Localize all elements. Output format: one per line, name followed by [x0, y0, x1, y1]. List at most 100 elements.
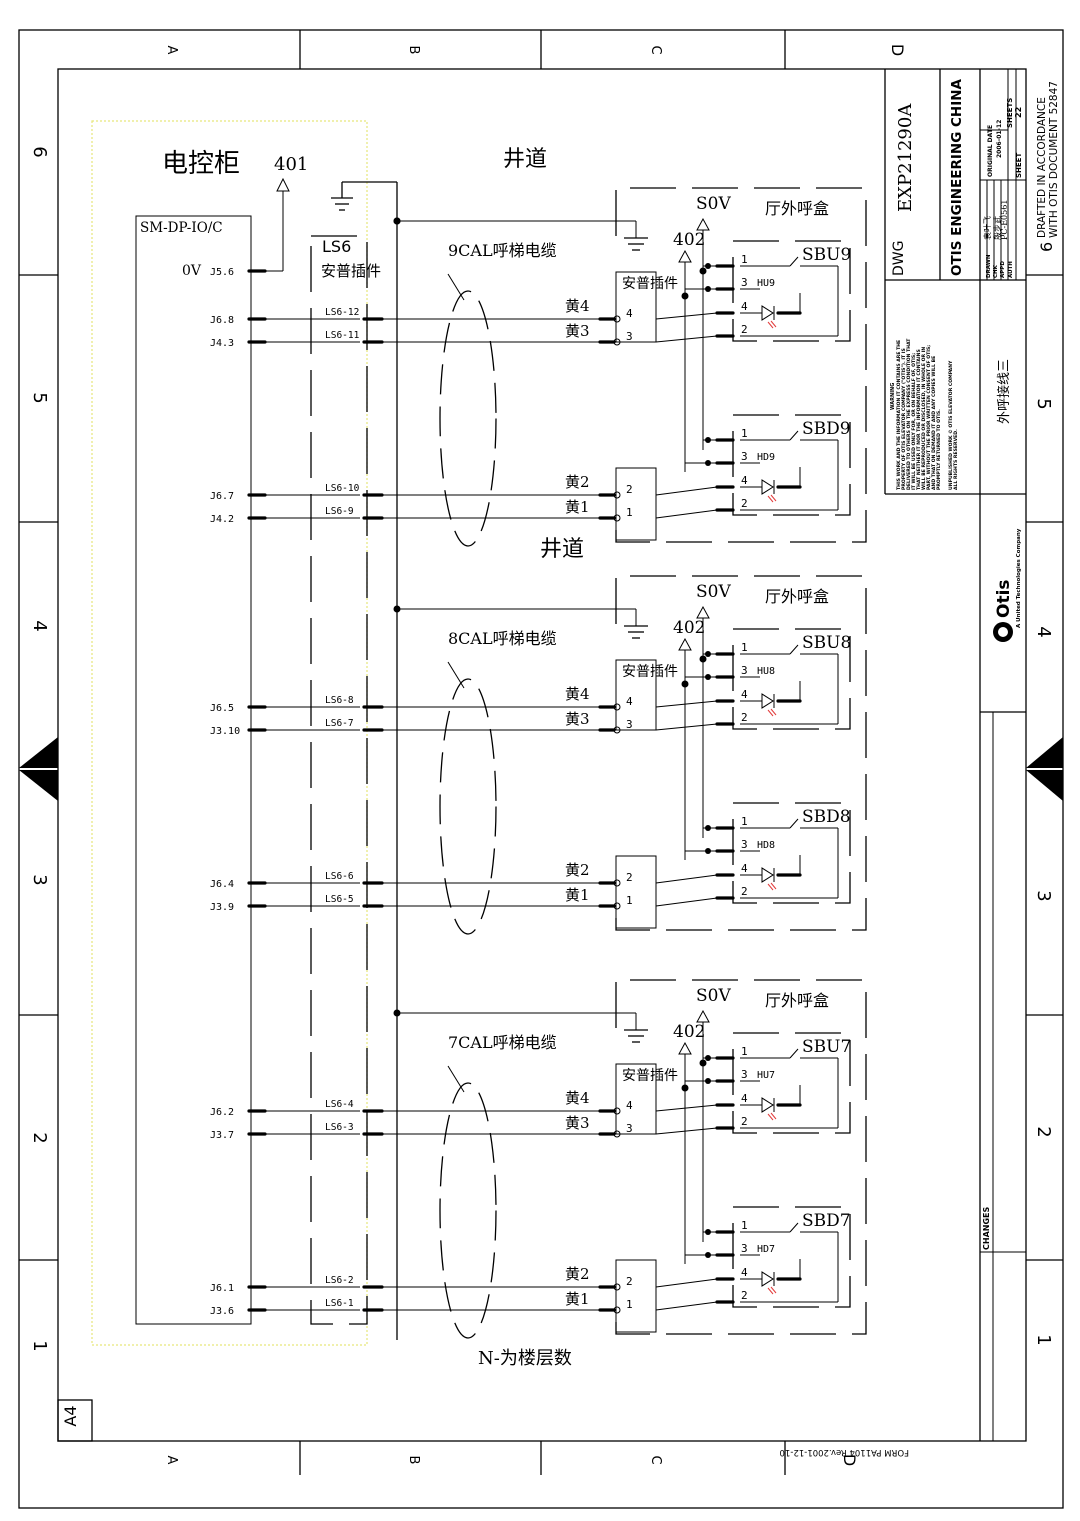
- svg-text:IT WILL BE USED ONLY FOR, OR O: IT WILL BE USED ONLY FOR, OR ON BEHALF O…: [911, 353, 917, 490]
- amp-pin-label: 2: [626, 483, 633, 496]
- sheets-count: 22: [1014, 107, 1023, 118]
- led-name: HD8: [757, 840, 775, 851]
- button-pin-label: 3: [741, 664, 748, 677]
- board-pin-label: J6.5: [210, 703, 234, 714]
- s0v-label: S0V: [696, 986, 731, 1006]
- led-name: HD7: [757, 1244, 775, 1255]
- wire-color: 黄4: [565, 297, 590, 315]
- check-label: CHK: [993, 264, 999, 278]
- board-pin-label: J3.7: [210, 1130, 234, 1141]
- amp-pin-label: 1: [626, 1298, 633, 1311]
- zone-row-label: 5: [29, 392, 50, 403]
- svg-text:DELIVERED TO OTHERS ON THE EXP: DELIVERED TO OTHERS ON THE EXPRESS CONDI…: [906, 338, 912, 490]
- amp-pin-label: 2: [626, 1275, 633, 1288]
- button-pin-label: 4: [741, 862, 748, 875]
- amp-pin-label: 3: [626, 718, 633, 731]
- inner-frame: [57, 68, 1027, 1442]
- changes-label: CHANGES: [982, 1207, 991, 1250]
- cable-name: 9CAL呼梯电缆: [448, 241, 557, 260]
- button-name: SBU8: [802, 633, 851, 653]
- ls6-pin-label: LS6-2: [325, 1275, 354, 1286]
- button-pin-label: 1: [741, 815, 748, 828]
- s0v-label: S0V: [696, 194, 731, 214]
- footnote: N-为楼层数: [478, 1348, 572, 1369]
- ov-pin: J5.6: [210, 267, 234, 278]
- ls6-pin-label: LS6-5: [325, 894, 354, 905]
- sheet-number: 6: [1037, 242, 1056, 252]
- s0v-label: S0V: [696, 582, 731, 602]
- button-box: [732, 628, 851, 730]
- button-box: [732, 802, 851, 904]
- button-pin-label: 2: [741, 497, 748, 510]
- otis-logo: Otis A United Technologies Company: [993, 528, 1022, 642]
- centering-mark-right: [1026, 770, 1063, 801]
- ls6-pin-label: LS6-12: [325, 307, 359, 318]
- board-pin-label: J6.1: [210, 1283, 234, 1294]
- wire-color: 黄1: [565, 886, 590, 904]
- cable-name: 8CAL呼梯电缆: [448, 629, 557, 648]
- drawing-number: EXP21290A: [895, 103, 916, 212]
- approved-by: PC-E0561: [1000, 200, 1009, 240]
- cabinet-title: 电控柜: [162, 149, 240, 179]
- board-pin-label: J6.4: [210, 879, 234, 890]
- drafted-line2: WITH OTIS DOCUMENT 52847: [1048, 81, 1060, 238]
- zone-col-label: A: [164, 46, 179, 55]
- zone-row-label: 1: [29, 1340, 50, 1351]
- amp-label: 安普插件: [622, 1068, 678, 1084]
- orig-date-label: ORIGINAL DATE: [987, 125, 994, 177]
- cable-bundle: [439, 1082, 497, 1339]
- wire-color: 黄3: [565, 322, 590, 340]
- zone-col-label: B: [406, 46, 421, 55]
- title-block: DWG EXP21290A OTIS ENGINEERING CHINA DRA…: [884, 69, 1060, 1441]
- auth-label: AUTH: [1008, 261, 1014, 278]
- ls6-pin-label: LS6-11: [325, 330, 360, 341]
- button-pin-label: 4: [741, 1092, 748, 1105]
- zone-row-label: 2: [1033, 1126, 1054, 1137]
- cable-bundle: [439, 290, 497, 547]
- shaft-label: 井道: [540, 537, 584, 562]
- zone-col-label: A: [164, 1456, 179, 1465]
- button-pin-label: 4: [741, 474, 748, 487]
- button-box: [732, 1032, 851, 1134]
- button-pin-label: 4: [741, 688, 748, 701]
- ls6-pin-label: LS6-8: [325, 695, 354, 706]
- logo-subtext: A United Technologies Company: [1016, 528, 1022, 628]
- amp-connector-lower: [615, 467, 657, 541]
- amp-connector-lower: [615, 1259, 657, 1333]
- wire-color: 黄2: [565, 473, 590, 491]
- button-pin-label: 2: [741, 323, 748, 336]
- amp-label: 安普插件: [622, 276, 678, 292]
- cable-bundle: [439, 678, 497, 935]
- terminal-402-label: 402: [673, 1022, 705, 1042]
- button-pin-label: 2: [741, 885, 748, 898]
- amp-pin-label: 2: [626, 871, 633, 884]
- zone-row-label: 6: [29, 146, 50, 157]
- svg-text:THIS WORK AND THE INFORMATION: THIS WORK AND THE INFORMATION IT CONTAIN…: [896, 340, 902, 490]
- wire-color: 黄2: [565, 1265, 590, 1283]
- shaft-label: 井道: [503, 147, 547, 172]
- zone-col-label: C: [648, 45, 663, 54]
- zone-row-label: 5: [1033, 398, 1054, 409]
- wire-color: 黄1: [565, 1290, 590, 1308]
- cabinet-boundary: [91, 120, 368, 1346]
- form-note: FORM PA1104 Rev.2001-12-10: [780, 1447, 909, 1457]
- border-ticks: [19, 30, 1063, 1475]
- led-name: HU9: [757, 278, 775, 289]
- wire-color: 黄1: [565, 498, 590, 516]
- zone-col-label: D: [888, 44, 907, 56]
- led-name: HU8: [757, 666, 775, 677]
- button-pin-label: 2: [741, 1115, 748, 1128]
- ls6-pin-label: LS6-10: [325, 483, 360, 494]
- ls6-sub: 安普插件: [321, 262, 381, 280]
- button-pin-label: 3: [741, 450, 748, 463]
- company-name: OTIS ENGINEERING CHINA: [949, 78, 965, 276]
- board-pin-label: J4.3: [210, 338, 234, 349]
- svg-text:PROPERTY OF OTIS ELEVATOR COMP: PROPERTY OF OTIS ELEVATOR COMPANY ("OTIS…: [901, 348, 907, 490]
- ls6-pin-label: LS6-3: [325, 1122, 354, 1133]
